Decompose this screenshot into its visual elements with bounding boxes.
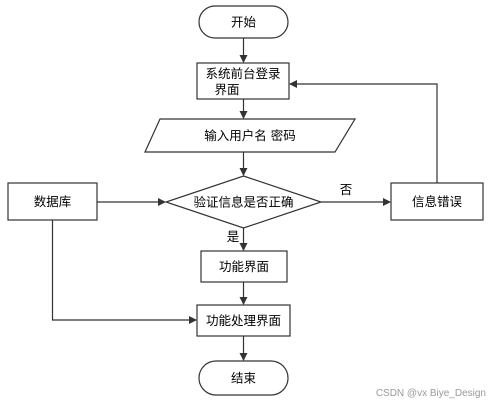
login-box bbox=[196, 62, 290, 100]
input-parallelogram bbox=[144, 118, 357, 153]
end-terminal bbox=[198, 360, 289, 396]
arrow-error-login bbox=[289, 80, 438, 183]
login-label-line1: 系统前台登录 bbox=[205, 66, 280, 81]
yes-label: 是 bbox=[227, 229, 240, 244]
database-box bbox=[7, 182, 98, 221]
check-label: 验证信息是否正确 bbox=[193, 195, 293, 210]
process-label: 功能处理界面 bbox=[206, 313, 281, 328]
input-label: 输入用户名 密码 bbox=[204, 128, 295, 143]
no-label: 否 bbox=[340, 182, 353, 197]
start-label: 开始 bbox=[231, 15, 257, 30]
function-label: 功能界面 bbox=[219, 259, 269, 274]
function-box bbox=[200, 250, 288, 283]
end-label: 结束 bbox=[231, 371, 257, 386]
arrow-database-process bbox=[51, 220, 197, 324]
database-label: 数据库 bbox=[34, 194, 72, 209]
error-label: 信息错误 bbox=[412, 194, 463, 209]
watermark: CSDN @vx Biye_Design bbox=[375, 388, 486, 399]
login-label-line2: 界面 bbox=[214, 82, 239, 97]
